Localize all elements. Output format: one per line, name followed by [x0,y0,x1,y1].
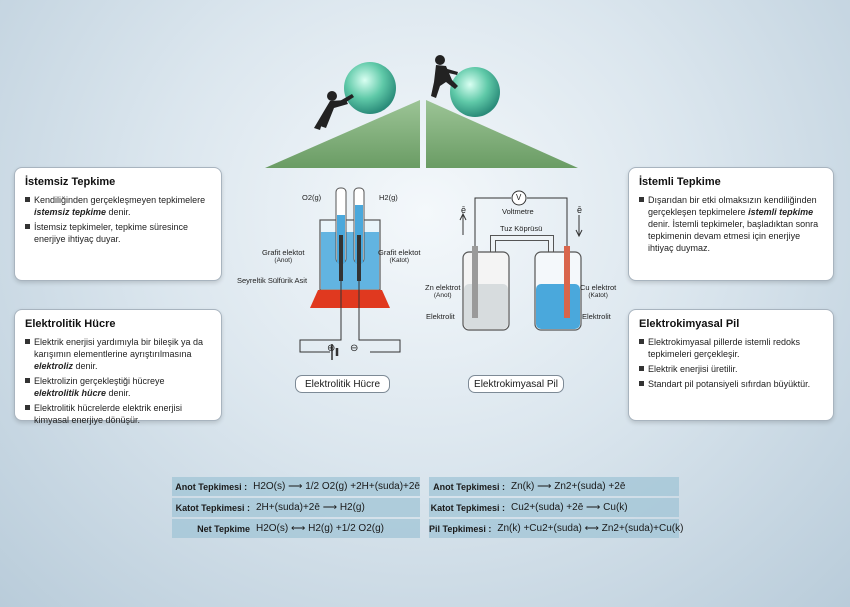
istemsiz-tepkime-box: İstemsiz Tepkime Kendiliğinden gerçekleş… [14,167,222,281]
electron-right-label: ē [577,205,583,215]
box-title: Elektrokimyasal Pil [639,318,740,330]
electrolytic-caption: Elektrolitik Hücre [295,375,390,393]
cu-electrode [564,246,570,318]
list-item: Elektrokimyasal pillerde istemli redoks … [639,336,823,360]
equation-row-katot-right: Katot Tepkimesi : Cu2+(suda) +2ē ⟶ Cu(k) [429,498,679,517]
pushing-person-icon [314,91,354,130]
equation-row-katot-left: Katot Tepkimesi : 2H+(suda)+2ē ⟶ H2(g) [172,498,420,517]
left-sphere [344,62,396,114]
plus-terminal-icon: ⊕ [327,343,336,354]
box-title: İstemli Tepkime [639,176,721,188]
voltmeter-label: Voltmetre [502,207,534,216]
heater-base [310,290,390,308]
voltmeter-icon [511,190,527,206]
right-sphere [450,67,500,117]
galvanic-caption: Elektrokimyasal Pil [468,375,564,393]
list-item: Elektrolitik hücrelerde elektrik enerjis… [25,402,211,426]
elektrokimyasal-pil-box: Elektrokimyasal Pil Elektrokimyasal pill… [628,309,834,421]
equation-row-pil-right: Pil Tepkimesi : Zn(k) +Cu2+(suda) ⟷ Zn2+… [429,519,683,538]
cathode-electrode [357,235,361,281]
electron-left-label: ē [461,205,467,215]
cu-electrode-label: Cu elektrot(Katot) [580,283,617,299]
zn-solution [464,284,508,329]
box-title: İstemsiz Tepkime [25,176,116,188]
elektrolitik-hucre-box: Elektrolitik Hücre Elektrik enerjisi yar… [14,309,222,425]
list-item: Dışarıdan bir etki olmaksızın kendiliğin… [639,194,823,254]
istemli-tepkime-box: İstemli Tepkime Dışarıdan bir etki olmak… [628,167,834,281]
o2-label: O2(g) [302,193,322,202]
minus-terminal-icon: ⊖ [350,343,359,354]
electrolytic-cell-diagram [299,187,401,360]
cathode-label: Grafit elektot(Katot) [378,248,421,264]
list-item: Elektrik enerjisi yardımıyla bir bileşik… [25,336,211,372]
list-item: Standart pil potansiyeli sıfırdan büyükt… [639,378,823,390]
cu-solution [536,284,580,329]
equation-row-net-left: Net Tepkime H2O(s) ⟷ H2(g) +1/2 O2(g) [172,519,420,538]
right-hill [426,100,578,168]
list-item: Elektrik enerjisi üretilir. [639,363,823,375]
galvanic-cell-diagram [459,190,583,331]
anode-label: Grafit elektot(Anot) [262,248,305,264]
list-item: İstemsiz tepkimeler, tepkime süresince e… [25,221,211,245]
h2-label: H2(g) [379,193,398,202]
hill-illustration [265,55,578,168]
voltmeter-symbol: V [516,193,522,202]
equation-row-anot-right: Anot Tepkimesi : Zn(k) ⟶ Zn2+(suda) +2ē [429,477,679,496]
zn-electrode-label: Zn elektrot(Anot) [425,283,461,299]
electrolyte-left-label: Elektrolit [426,312,455,321]
sitting-person-icon [431,55,458,98]
acid-label: Seyreltik Sülfürik Asit [237,276,308,285]
left-hill [265,100,420,168]
salt-bridge-label: Tuz Köprüsü [500,224,543,233]
list-item: Elektrolizin gerçekleştiği hücreye elekt… [25,375,211,399]
electrolyte-right-label: Elektrolit [582,312,611,321]
zn-electrode [472,246,478,318]
acid-liquid [321,232,379,289]
equation-row-anot-left: Anot Tepkimesi : H2O(s) ⟶ 1/2 O2(g) +2H+… [172,477,420,496]
list-item: Kendiliğinden gerçekleşmeyen tepkimelere… [25,194,211,218]
box-title: Elektrolitik Hücre [25,318,116,330]
anode-electrode [339,235,343,281]
